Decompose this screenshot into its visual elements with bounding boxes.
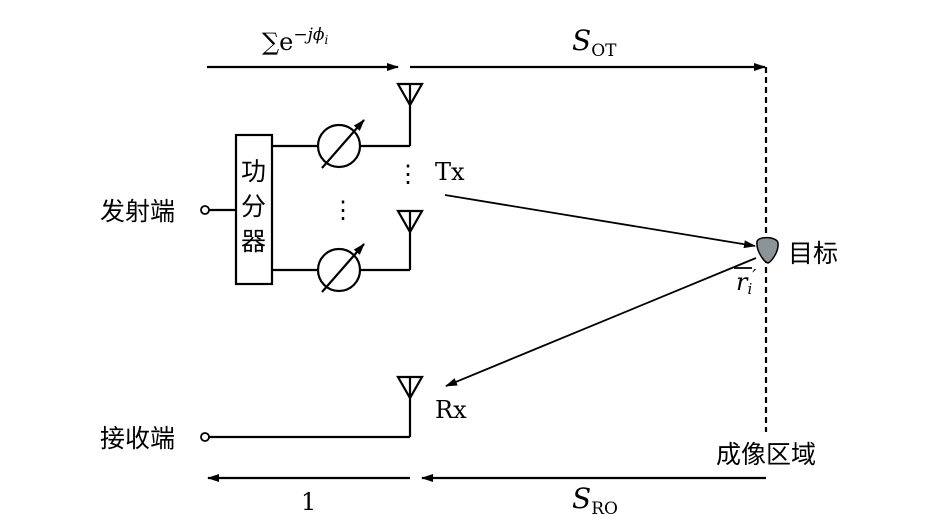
rx-antenna-icon <box>396 375 424 401</box>
power-divider-box <box>234 133 274 286</box>
antenna-ellipsis: ⋮ <box>396 160 420 188</box>
receiver-port <box>200 432 210 442</box>
power-divider-char-3: 器 <box>241 227 266 256</box>
upper-phase-shifter <box>316 119 365 169</box>
tx-label: Tx <box>435 158 465 186</box>
power-divider-char-2: 分 <box>241 192 266 221</box>
s-ro-label: SRO <box>572 482 618 519</box>
lower-phase-shifter <box>316 243 365 293</box>
rx-label: Rx <box>435 396 467 424</box>
svg-text:ri′: ri′ <box>736 266 756 298</box>
lower-tx-antenna-icon <box>396 209 424 235</box>
target-label: 目标 <box>788 239 838 268</box>
range-vector-label: ri′ <box>734 266 756 298</box>
target-to-rx-ray <box>445 257 757 387</box>
imaging-region-label: 成像区域 <box>716 440 816 469</box>
phase-shifter-ellipsis: ⋮ <box>331 196 355 224</box>
tx-to-target-ray <box>444 194 756 249</box>
upper-tx-antenna-icon <box>396 82 424 108</box>
transmitter-port <box>200 205 210 215</box>
receiver-label: 接收端 <box>100 424 175 453</box>
phase-sum-label: ∑e−jϕi <box>262 25 328 56</box>
s-ot-label: SOT <box>572 24 617 61</box>
unit-label: 1 <box>301 488 316 516</box>
transmitter-label: 发射端 <box>100 197 175 226</box>
power-divider-char-1: 功 <box>241 157 266 186</box>
target-icon <box>756 236 779 264</box>
